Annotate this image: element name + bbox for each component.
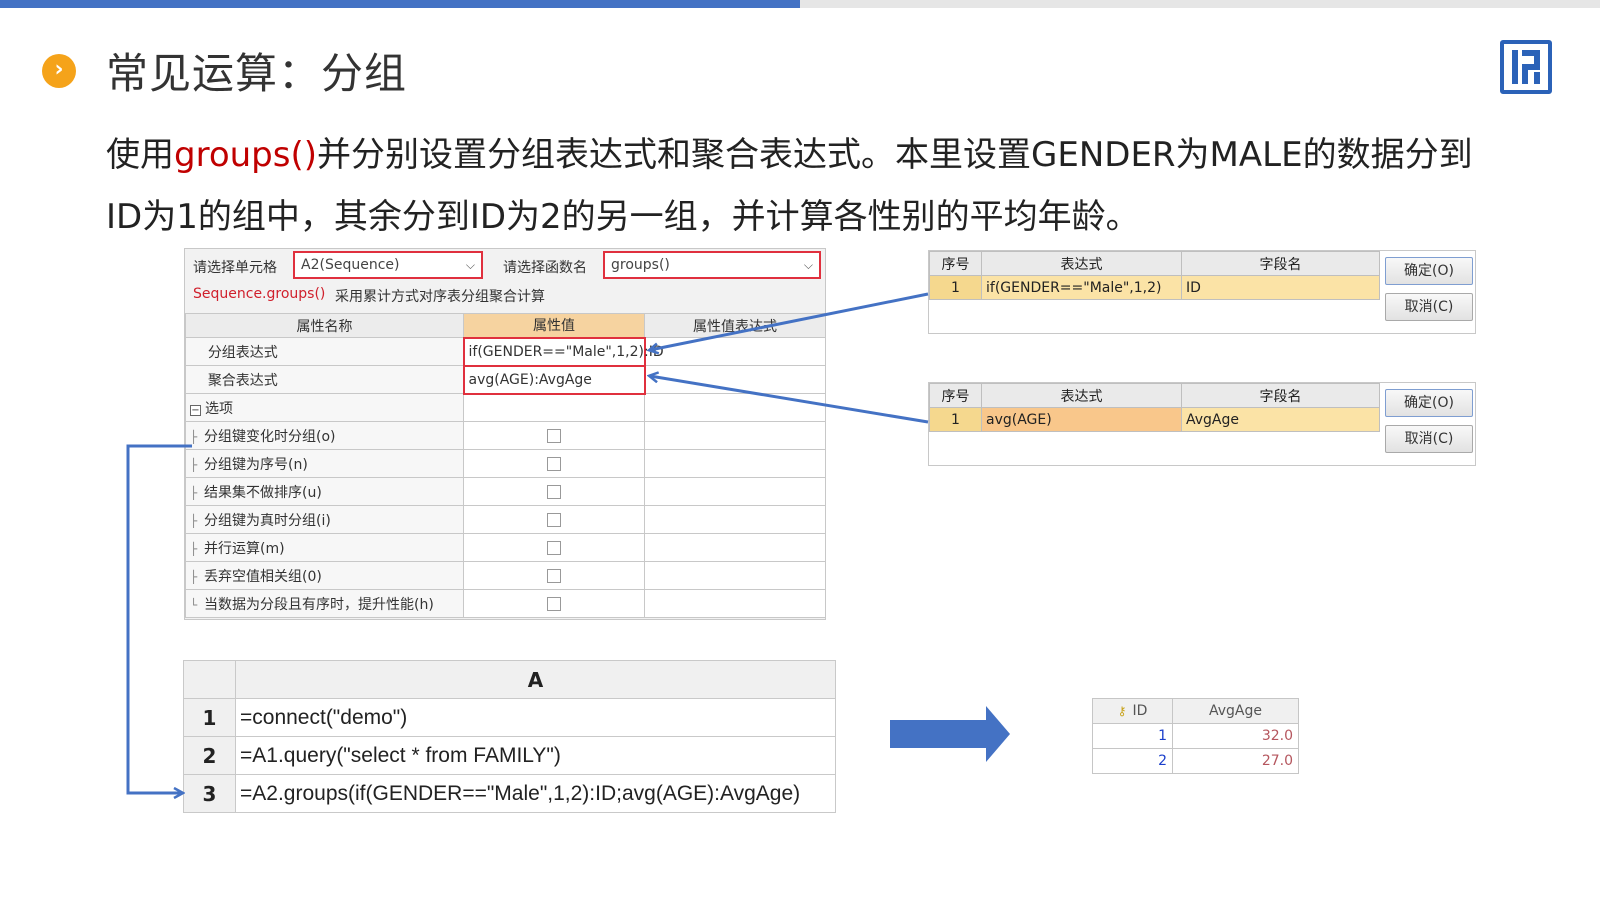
- group-expression-table: 序号 表达式 字段名 1 if(GENDER=="Male",1,2) ID: [929, 251, 1380, 300]
- option-row: ├分组键为真时分组(i): [185, 505, 826, 534]
- option-row: ├结果集不做排序(u): [185, 477, 826, 506]
- desc-func-name: groups(): [174, 135, 317, 175]
- option-label: ├并行运算(m): [185, 533, 464, 562]
- expr-cell[interactable]: avg(AGE): [981, 407, 1182, 432]
- chevron-down-icon: ⌵: [465, 258, 475, 272]
- option-label: ├分组键为序号(n): [185, 449, 464, 478]
- option-row: └当数据为分段且有序时，提升性能(h): [185, 589, 826, 618]
- option-row: ├丢弃空值相关组(0): [185, 561, 826, 590]
- title-bullet-icon: ›: [42, 54, 76, 88]
- cell-select-label: 请选择单元格: [193, 260, 277, 276]
- property-table: 属性名称 属性值 属性值表达式 分组表达式 if(GENDER=="Male",…: [185, 313, 826, 618]
- option-checkbox[interactable]: [547, 456, 561, 471]
- expr-cell[interactable]: if(GENDER=="Male",1,2): [981, 275, 1182, 300]
- row-number[interactable]: 1: [183, 698, 236, 737]
- option-label: └当数据为分段且有序时，提升性能(h): [185, 589, 464, 618]
- property-name: 聚合表达式: [185, 365, 464, 394]
- cancel-button[interactable]: 取消(C): [1385, 425, 1473, 453]
- field-cell[interactable]: AvgAge: [1181, 407, 1380, 432]
- option-checkbox[interactable]: [547, 568, 561, 583]
- function-property-dialog: 请选择单元格 A2(Sequence) ⌵ 请选择函数名 groups() ⌵ …: [184, 248, 826, 620]
- col-header-property-name: 属性名称: [185, 313, 464, 338]
- option-checkbox[interactable]: [547, 484, 561, 499]
- seq-cell: 1: [929, 275, 982, 300]
- result-id-cell: 2: [1092, 748, 1173, 774]
- function-signature: Sequence.groups(): [193, 286, 326, 302]
- col-header-property-value: 属性值: [463, 313, 645, 338]
- col-header-expr: 表达式: [981, 383, 1182, 408]
- group-expression-value[interactable]: if(GENDER=="Male",1,2):ID: [462, 336, 664, 367]
- top-progress-bar: [0, 0, 1600, 8]
- collapse-icon[interactable]: −: [190, 404, 201, 416]
- aggregate-expression-value[interactable]: avg(AGE):AvgAge: [462, 364, 646, 395]
- table-row: 1 32.0: [1092, 723, 1299, 749]
- cell-select-value: A2(Sequence): [301, 257, 400, 273]
- r-logo-icon: [1500, 40, 1552, 94]
- row-number[interactable]: 2: [183, 736, 236, 775]
- chevron-down-icon: ⌵: [803, 258, 813, 272]
- option-row: ├分组键为序号(n): [185, 449, 826, 478]
- code-cell[interactable]: =A1.query("select * from FAMILY"): [235, 736, 836, 775]
- table-row: 2 27.0: [1092, 748, 1299, 774]
- cancel-button[interactable]: 取消(C): [1385, 293, 1473, 321]
- col-header-id: ⚷ID: [1092, 698, 1173, 724]
- result-avg-cell: 27.0: [1172, 748, 1299, 774]
- slide-title: 常见运算：分组: [106, 49, 408, 98]
- table-row: 1 avg(AGE) AvgAge: [929, 407, 1380, 432]
- slide-description: 使用groups()并分别设置分组表达式和聚合表达式。本里设置GENDER为MA…: [106, 124, 1486, 248]
- seq-cell: 1: [929, 407, 982, 432]
- func-select-value: groups(): [611, 257, 670, 273]
- arrow-to-result: [890, 706, 1010, 762]
- code-cell[interactable]: =A2.groups(if(GENDER=="Male",1,2):ID;avg…: [235, 774, 836, 813]
- arrow-dialog-to-code: [126, 444, 192, 793]
- col-header-seq: 序号: [929, 383, 982, 408]
- option-checkbox[interactable]: [547, 428, 561, 443]
- option-label: ├结果集不做排序(u): [185, 477, 464, 506]
- col-header-seq: 序号: [929, 251, 982, 276]
- table-row: 2 =A1.query("select * from FAMILY"): [183, 736, 836, 775]
- top-progress-fill: [0, 0, 800, 8]
- arrow-group-expression: [650, 292, 929, 350]
- table-row: 1 =connect("demo"): [183, 698, 836, 737]
- col-header-field: 字段名: [1181, 383, 1380, 408]
- option-row: ├分组键变化时分组(o): [185, 421, 826, 450]
- aggregate-expression-table: 序号 表达式 字段名 1 avg(AGE) AvgAge: [929, 383, 1380, 432]
- corner-cell: [183, 660, 236, 699]
- col-header-avgage: AvgAge: [1172, 698, 1299, 724]
- aggregate-expression-grid: 序号 表达式 字段名 1 avg(AGE) AvgAge 确定(O) 取消(C): [928, 382, 1476, 466]
- col-header-field: 字段名: [1181, 251, 1380, 276]
- col-header-a[interactable]: A: [235, 660, 836, 699]
- field-cell[interactable]: ID: [1181, 275, 1380, 300]
- cell-select[interactable]: A2(Sequence) ⌵: [293, 251, 483, 279]
- key-icon: ⚷: [1117, 704, 1127, 718]
- option-label: ├分组键变化时分组(o): [185, 421, 464, 450]
- code-cell[interactable]: =connect("demo"): [235, 698, 836, 737]
- group-expression-grid: 序号 表达式 字段名 1 if(GENDER=="Male",1,2) ID 确…: [928, 250, 1476, 334]
- result-table: ⚷ID AvgAge 1 32.0 2 27.0: [1092, 698, 1299, 774]
- desc-text-1: 使用: [106, 135, 174, 175]
- table-row: 3 =A2.groups(if(GENDER=="Male",1,2):ID;a…: [183, 774, 836, 813]
- options-label[interactable]: −选项: [185, 393, 464, 422]
- desc-text-2: 并分别设置分组表达式和聚合表达式。本里设置GENDER为MALE的数据分到ID为…: [106, 135, 1473, 237]
- arrow-aggregate-expression: [650, 376, 929, 424]
- option-label: ├丢弃空值相关组(0): [185, 561, 464, 590]
- ok-button[interactable]: 确定(O): [1385, 389, 1473, 417]
- func-select-label: 请选择函数名: [503, 260, 587, 276]
- function-description: 采用累计方式对序表分组聚合计算: [335, 289, 545, 305]
- option-checkbox[interactable]: [547, 540, 561, 555]
- option-checkbox[interactable]: [547, 596, 561, 611]
- row-number[interactable]: 3: [183, 774, 236, 813]
- option-checkbox[interactable]: [547, 512, 561, 527]
- func-select[interactable]: groups() ⌵: [603, 251, 821, 279]
- table-row: 1 if(GENDER=="Male",1,2) ID: [929, 275, 1380, 300]
- col-header-expr: 表达式: [981, 251, 1182, 276]
- code-grid: A 1 =connect("demo") 2 =A1.query("select…: [183, 660, 836, 813]
- ok-button[interactable]: 确定(O): [1385, 257, 1473, 285]
